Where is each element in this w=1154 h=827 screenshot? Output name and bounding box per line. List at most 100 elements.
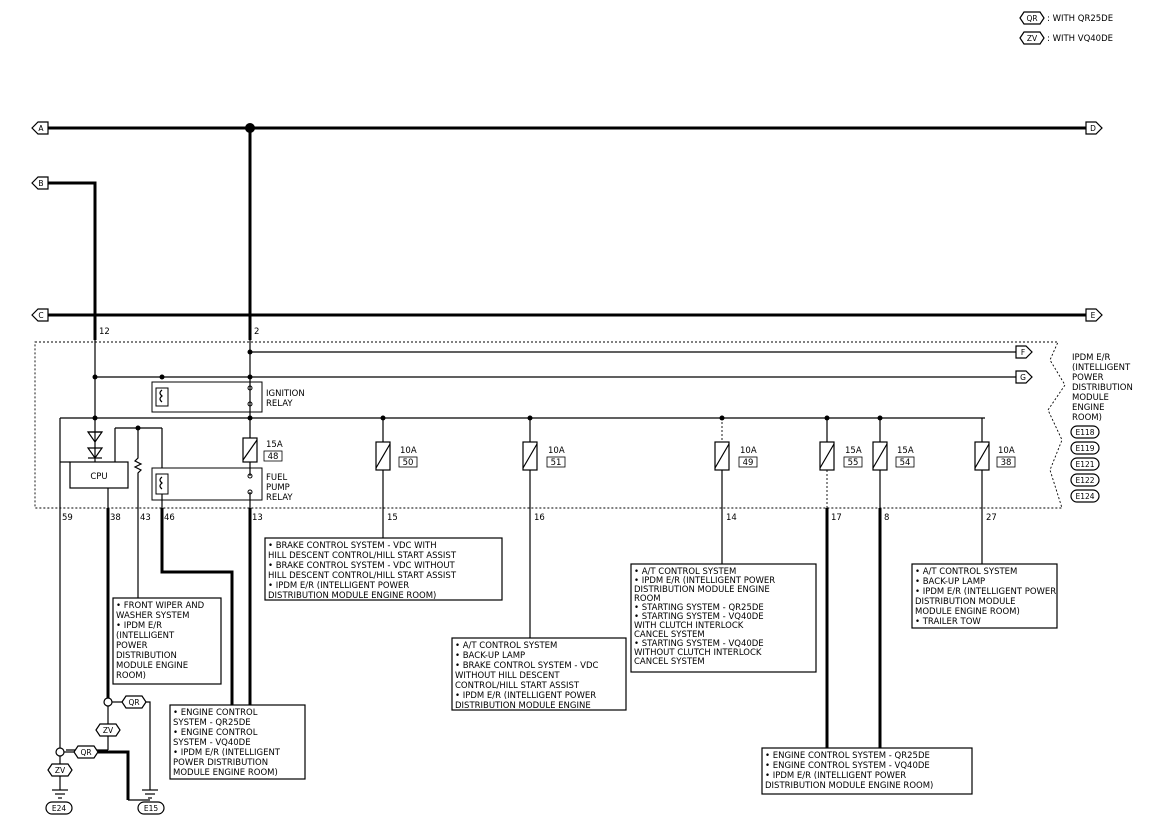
note-engine-left-line-2: SYSTEM - QR25DE xyxy=(173,718,251,728)
module-label: IPDM E/R (INTELLIGENT POWER DISTRIBUTION… xyxy=(1072,353,1133,423)
fuse-38: 10A 38 xyxy=(974,418,1016,508)
arrow-b-label: B xyxy=(38,179,43,188)
fuel-pump-relay-label-1: FUEL xyxy=(266,473,287,483)
note-at14-line-4: ROOM xyxy=(634,594,661,604)
fuse-55: 15A 55 xyxy=(819,418,863,508)
cpu-label: CPU xyxy=(90,472,107,482)
note-at16-line-3: • BRAKE CONTROL SYSTEM - VDC xyxy=(455,661,598,671)
module-line-1: IPDM E/R xyxy=(1072,353,1110,363)
note-at27-line-4: DISTRIBUTION MODULE xyxy=(915,597,1015,607)
arrow-d-label: D xyxy=(1090,124,1096,133)
fuse-50-num: 50 xyxy=(403,458,414,468)
pin-16: 16 xyxy=(534,513,545,523)
fuse-49: 10A 49 xyxy=(714,418,758,508)
note-at14-line-2: • IPDM E/R (INTELLIGENT POWER xyxy=(634,576,775,586)
note-wiper-line-1: • FRONT WIPER AND xyxy=(116,601,205,611)
note-brake-line-2: HILL DESCENT CONTROL/HILL START ASSIST xyxy=(268,551,457,561)
fuse-49-amp: 10A xyxy=(740,446,757,456)
pin-46: 46 xyxy=(164,513,175,523)
legend-qr-tag: QR xyxy=(1026,14,1037,23)
note-at16-line-4: WITHOUT HILL DESCENT xyxy=(455,671,560,681)
note-engine-right-line-1: • ENGINE CONTROL SYSTEM - QR25DE xyxy=(765,751,930,761)
pin-2: 2 xyxy=(254,327,259,337)
fuel-pump-relay-label-3: RELAY xyxy=(266,493,293,503)
bottom-pins: 59 38 43 46 13 15 16 14 17 8 27 xyxy=(62,513,997,523)
legend-zv-tag: ZV xyxy=(1027,34,1038,43)
ground-tag-qr-2: QR xyxy=(80,748,91,757)
fuse-55-num: 55 xyxy=(848,458,859,468)
note-at14: • A/T CONTROL SYSTEM • IPDM E/R (INTELLI… xyxy=(630,563,817,673)
note-brake-line-1: • BRAKE CONTROL SYSTEM - VDC WITH xyxy=(268,541,437,551)
pin-15: 15 xyxy=(387,513,398,523)
note-at16: • A/T CONTROL SYSTEM • BACK-UP LAMP • BR… xyxy=(451,637,627,711)
fuse-54-num: 54 xyxy=(900,458,911,468)
ipdm-module xyxy=(34,341,1066,509)
note-engine-right-line-3: • IPDM E/R (INTELLIGENT POWER xyxy=(765,771,906,781)
legend-zv-text: : WITH VQ40DE xyxy=(1047,34,1113,44)
note-wiper-line-2: WASHER SYSTEM xyxy=(116,611,189,621)
ground-tag-zv-2: ZV xyxy=(55,766,66,775)
arrow-g-label: G xyxy=(1020,373,1026,382)
pin-38: 38 xyxy=(110,513,121,523)
module-line-4: DISTRIBUTION xyxy=(1072,383,1133,393)
note-at16-line-1: • A/T CONTROL SYSTEM xyxy=(455,641,557,651)
note-brake-line-4: HILL DESCENT CONTROL/HILL START ASSIST xyxy=(268,571,457,581)
pin-12: 12 xyxy=(99,327,110,337)
fuel-pump-relay: FUEL PUMP RELAY xyxy=(151,428,293,508)
module-line-3: POWER xyxy=(1072,373,1104,383)
fuse-48: 15A 48 xyxy=(242,418,283,508)
connector-e124: E124 xyxy=(1075,492,1094,501)
fuse-55-amp: 15A xyxy=(845,446,862,456)
note-at16-line-6: • IPDM E/R (INTELLIGENT POWER xyxy=(455,691,596,701)
legend-zv: ZV : WITH VQ40DE xyxy=(1019,31,1113,45)
note-at14-line-3: DISTRIBUTION MODULE ENGINE xyxy=(634,585,770,595)
ground-section: QR ZV QR ZV E24 E15 xyxy=(45,695,165,815)
note-engine-left-line-6: POWER DISTRIBUTION xyxy=(173,758,268,768)
note-at14-line-6: • STARTING SYSTEM - VQ40DE xyxy=(634,612,764,622)
note-at16-line-5: CONTROL/HILL START ASSIST xyxy=(455,681,580,691)
internal-f-g: F G xyxy=(92,345,1033,384)
pin-17: 17 xyxy=(831,513,842,523)
note-at14-line-11: CANCEL SYSTEM xyxy=(634,657,705,667)
note-at16-line-7: DISTRIBUTION MODULE ENGINE xyxy=(455,701,591,711)
note-wiper-line-8: ROOM) xyxy=(116,671,146,681)
module-line-5: MODULE xyxy=(1072,393,1109,403)
note-at14-line-8: CANCEL SYSTEM xyxy=(634,630,705,640)
pin-8: 8 xyxy=(884,513,889,523)
note-engine-left-line-5: • IPDM E/R (INTELLIGENT xyxy=(173,748,281,758)
bus-b: B xyxy=(31,176,97,340)
bus-c-e: C E xyxy=(31,308,1103,322)
fuse-bus xyxy=(59,415,985,508)
ground-tag-qr-1: QR xyxy=(128,698,139,707)
note-at14-line-5: • STARTING SYSTEM - QR25DE xyxy=(634,603,764,613)
ground-label-e15: E15 xyxy=(144,804,159,813)
note-engine-right: • ENGINE CONTROL SYSTEM - QR25DE • ENGIN… xyxy=(761,747,973,795)
fuse-48-amp: 15A xyxy=(266,440,283,450)
note-at27-line-1: • A/T CONTROL SYSTEM xyxy=(915,567,1017,577)
ignition-relay-label-1: IGNITION xyxy=(266,389,305,399)
arrow-c-label: C xyxy=(38,311,43,320)
connector-e122: E122 xyxy=(1075,476,1094,485)
bus-a-d: A D xyxy=(31,121,1103,135)
pin-14: 14 xyxy=(726,513,737,523)
connector-e118: E118 xyxy=(1075,428,1094,437)
fuse-38-amp: 10A xyxy=(998,446,1015,456)
module-line-6: ENGINE xyxy=(1072,403,1105,413)
ground-icon-e24 xyxy=(52,789,68,799)
note-at14-line-9: • STARTING SYSTEM - VQ40DE xyxy=(634,639,764,649)
fuse-38-num: 38 xyxy=(1001,458,1012,468)
ignition-relay: IGNITION RELAY xyxy=(151,381,305,413)
note-brake-line-6: DISTRIBUTION MODULE ENGINE ROOM) xyxy=(268,591,436,601)
fuse-54: 15A 54 xyxy=(872,418,915,508)
legend-qr: QR : WITH QR25DE xyxy=(1019,11,1113,25)
pin-43: 43 xyxy=(140,513,151,523)
fuse-51-amp: 10A xyxy=(548,446,565,456)
ground-label-e24: E24 xyxy=(52,804,67,813)
note-wiper-line-4: (INTELLIGENT xyxy=(116,631,175,641)
outgoing-wires xyxy=(59,508,983,750)
note-wiper-line-7: MODULE ENGINE xyxy=(116,661,188,671)
connector-e121: E121 xyxy=(1075,460,1094,469)
note-wiper: • FRONT WIPER AND WASHER SYSTEM • IPDM E… xyxy=(112,597,222,685)
note-brake-line-5: • IPDM E/R (INTELLIGENT POWER xyxy=(268,581,409,591)
